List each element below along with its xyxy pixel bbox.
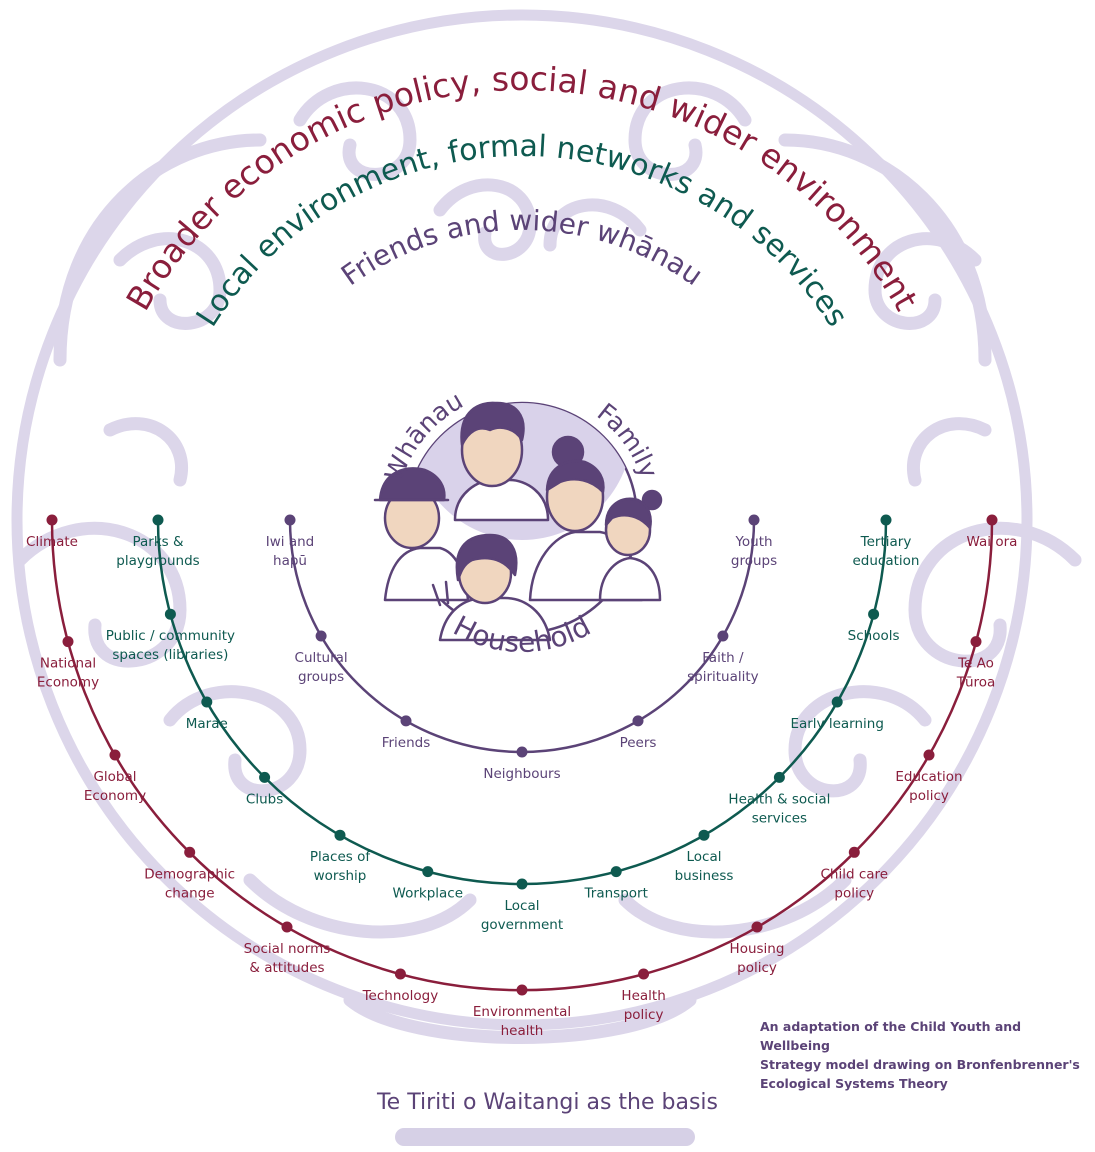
- outer-ring-node: [751, 921, 763, 933]
- outer-ring-label: Social norms& attitudes: [244, 941, 331, 976]
- local-ring-label: Schools: [848, 628, 900, 644]
- outer-ring-node: [281, 921, 293, 933]
- local-ring-node: [152, 514, 164, 526]
- local-ring-label: Transport: [584, 886, 648, 902]
- footer-basis: Te Tiriti o Waitangi as the basis: [376, 1090, 719, 1115]
- footer-underline: [395, 1128, 695, 1146]
- friends-ring-node: [748, 514, 760, 526]
- local-ring-node: [422, 866, 434, 878]
- local-ring-node: [880, 514, 892, 526]
- outer-ring-label: Climate: [26, 534, 78, 550]
- local-ring-node: [698, 829, 710, 841]
- credit-line: Strategy model drawing on Bronfenbrenner…: [760, 1057, 1080, 1072]
- local-ring-node: [334, 829, 346, 841]
- outer-ring-node: [970, 636, 982, 648]
- girl-figure: [438, 596, 552, 642]
- local-ring-node: [164, 608, 176, 620]
- outer-ring-node: [109, 749, 121, 761]
- outer-ring-label: Wai ora: [967, 534, 1018, 550]
- local-ring-node: [831, 696, 843, 708]
- local-ring-label: Marae: [186, 716, 228, 732]
- credit-line: An adaptation of the Child Youth and Wel…: [760, 1019, 1022, 1053]
- local-ring-node: [610, 866, 622, 878]
- family-illustration: [373, 401, 663, 642]
- local-ring-node: [868, 608, 880, 620]
- outer-ring-node: [184, 846, 196, 858]
- local-ring-label: Workplace: [393, 886, 464, 902]
- credit-line: Ecological Systems Theory: [760, 1076, 948, 1091]
- friends-ring-node: [315, 630, 327, 642]
- outer-ring-node: [848, 846, 860, 858]
- outer-ring-label: Technology: [362, 988, 439, 1004]
- local-ring-node: [259, 771, 271, 783]
- koru-background-motif: [11, 9, 1082, 1044]
- outer-ring-node: [46, 514, 58, 526]
- outer-ring-node: [923, 749, 935, 761]
- outer-ring-node: [516, 984, 528, 996]
- outer-ring-node: [986, 514, 998, 526]
- credit-note: An adaptation of the Child Youth and Wel…: [760, 1017, 1090, 1093]
- local-ring-label: Clubs: [246, 791, 283, 807]
- friends-ring-node: [400, 715, 412, 727]
- local-ring-node: [773, 771, 785, 783]
- friends-ring-label: Peers: [620, 735, 657, 751]
- friends-ring-label: Faith /spirituality: [687, 650, 759, 685]
- friends-ring-label: Friends: [382, 735, 431, 751]
- local-ring-label: Parks &playgrounds: [116, 534, 199, 569]
- local-ring-node: [516, 878, 528, 890]
- local-ring-label: Early learning: [790, 716, 883, 732]
- friends-ring-node: [717, 630, 729, 642]
- outer-ring-node: [638, 968, 650, 980]
- outer-ring-node: [394, 968, 406, 980]
- friends-ring-node: [516, 746, 528, 758]
- friends-ring-node: [284, 514, 296, 526]
- outer-ring-node: [62, 636, 74, 648]
- friends-ring-node: [632, 715, 644, 727]
- friends-ring-label: Neighbours: [483, 766, 560, 782]
- local-ring-node: [201, 696, 213, 708]
